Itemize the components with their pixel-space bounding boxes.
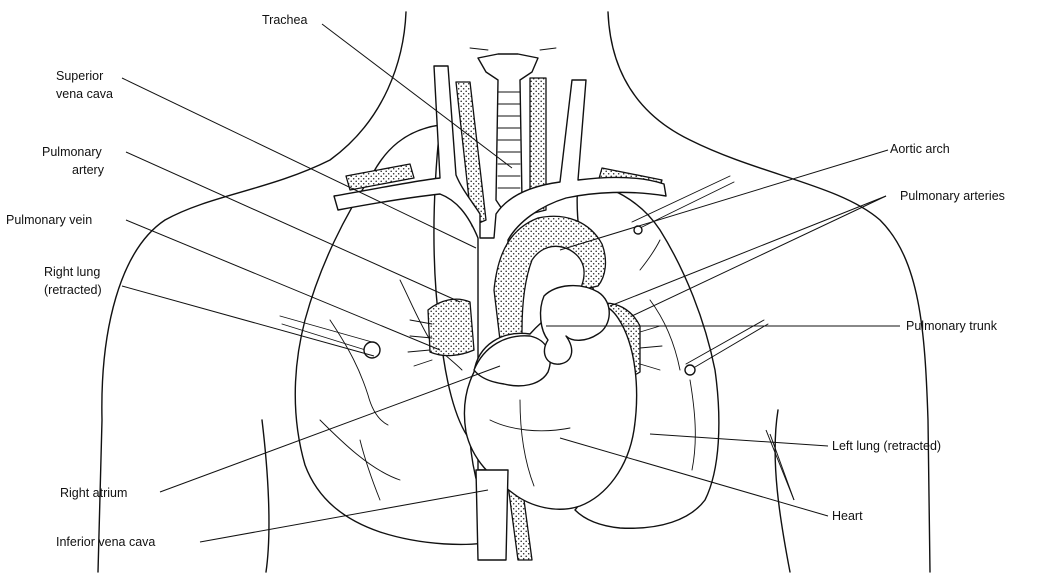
inferior-vena-cava — [476, 470, 508, 560]
label-right-lung-2: (retracted) — [44, 283, 102, 297]
label-pulmonary-artery-2: artery — [72, 163, 105, 177]
label-superior-vena-cava-2: vena cava — [56, 87, 113, 101]
label-left-lung: Left lung (retracted) — [832, 439, 941, 453]
label-pulmonary-vein: Pulmonary vein — [6, 213, 92, 227]
label-trachea: Trachea — [262, 13, 307, 27]
label-heart: Heart — [832, 509, 863, 523]
label-pulmonary-arteries: Pulmonary arteries — [900, 189, 1005, 203]
leader-left-lung — [650, 434, 828, 446]
leader-aortic-arch — [560, 150, 888, 250]
right-pulmonary-vessels — [408, 299, 474, 366]
label-superior-vena-cava-1: Superior — [56, 69, 103, 83]
label-pulmonary-trunk: Pulmonary trunk — [906, 319, 998, 333]
left-retractor-lower — [685, 320, 768, 375]
leader-right-atrium — [160, 366, 500, 492]
leader-pulmonary-arteries-b — [632, 196, 886, 316]
label-inferior-vena-cava: Inferior vena cava — [56, 535, 155, 549]
label-right-lung-1: Right lung — [44, 265, 100, 279]
leader-right-lung — [122, 286, 374, 356]
label-pulmonary-artery-1: Pulmonary — [42, 145, 102, 159]
label-aortic-arch: Aortic arch — [890, 142, 950, 156]
label-right-atrium: Right atrium — [60, 486, 127, 500]
leader-inferior-vena-cava — [200, 490, 488, 542]
leader-superior-vena-cava — [122, 78, 476, 248]
right-retractor — [280, 316, 380, 358]
leader-trachea — [322, 24, 512, 168]
